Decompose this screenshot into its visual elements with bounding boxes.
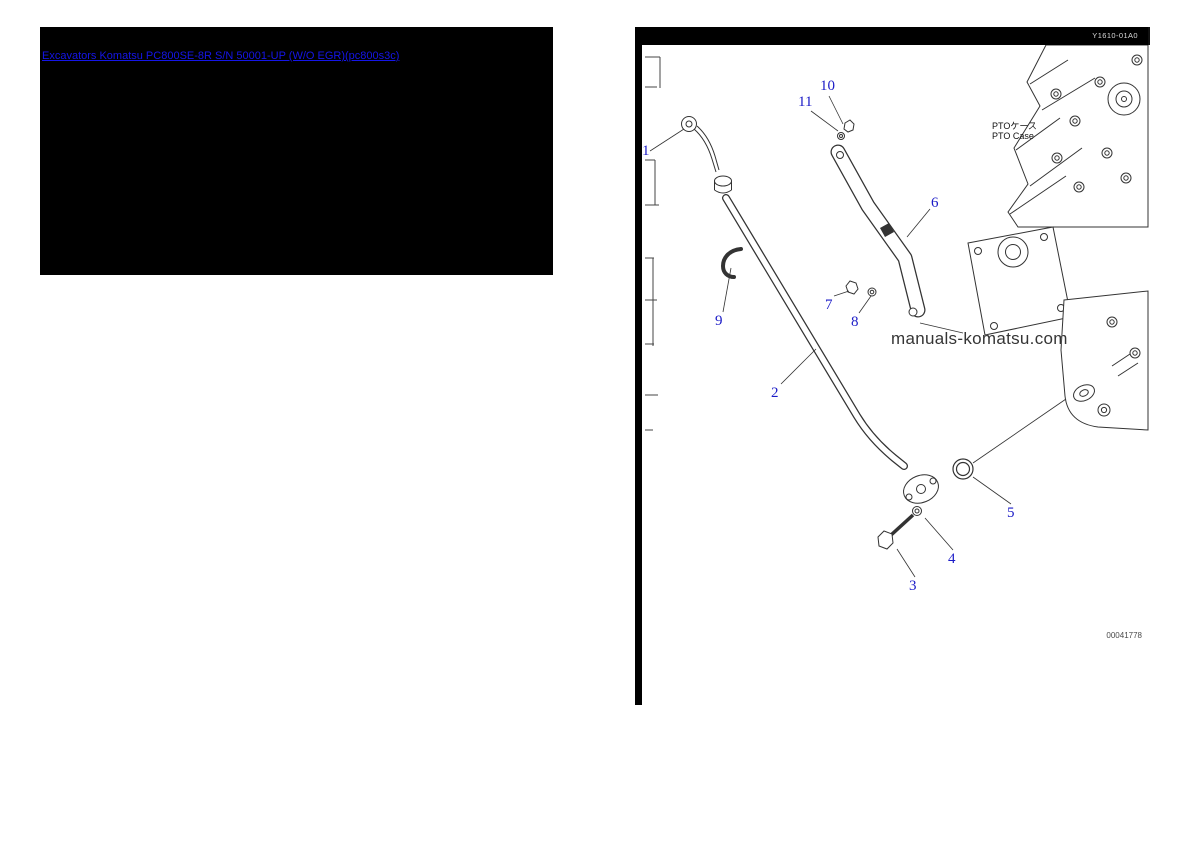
drawing-number: 00041778 xyxy=(1106,631,1142,640)
tube-flange xyxy=(903,474,939,504)
callout-9: 9 xyxy=(715,313,723,329)
callout-6: 6 xyxy=(931,195,939,211)
callout-1: 1 xyxy=(642,143,650,159)
pto-case-upper xyxy=(1007,45,1149,228)
leader-lines xyxy=(649,95,1067,578)
gauge-handle xyxy=(681,116,732,194)
left-margin-strip xyxy=(635,45,642,705)
gauge-tube xyxy=(722,194,908,470)
parts-diagram-panel: Y1610-01A0 xyxy=(635,27,1150,705)
watermark: manuals-komatsu.com xyxy=(891,329,1068,348)
parts-drawing xyxy=(645,45,1149,578)
engine-edge-lines xyxy=(645,56,661,431)
pto-case-label-jp: PTOケース xyxy=(992,121,1037,131)
callout-8: 8 xyxy=(851,314,859,330)
callout-4: 4 xyxy=(948,551,956,567)
pto-case-label-en: PTO Case xyxy=(992,131,1034,141)
diagram-header-bar: Y1610-01A0 xyxy=(635,27,1148,45)
bracket-bolt xyxy=(837,119,855,140)
pto-case-lower xyxy=(1060,290,1149,431)
callout-2: 2 xyxy=(771,385,779,401)
clip xyxy=(720,247,743,279)
callout-5: 5 xyxy=(1007,505,1015,521)
pto-case-label: PTOケース PTO Case xyxy=(992,121,1037,141)
diagram-canvas: PTOケース PTO Case manuals-komatsu.com 0004… xyxy=(635,45,1150,705)
o-ring xyxy=(952,458,974,480)
mount-bolt xyxy=(877,506,922,550)
figure-code: Y1610-01A0 xyxy=(1092,31,1138,40)
source-link[interactable]: Excavators Komatsu PC800SE-8R S/N 50001-… xyxy=(42,50,400,62)
bracket xyxy=(830,144,964,334)
callout-3: 3 xyxy=(909,578,917,594)
plate-bolt xyxy=(845,280,877,297)
callout-11: 11 xyxy=(798,94,813,110)
source-link-box: Excavators Komatsu PC800SE-8R S/N 50001-… xyxy=(40,27,553,275)
callout-7: 7 xyxy=(825,297,833,313)
callout-10: 10 xyxy=(820,78,835,94)
pto-case-plate xyxy=(967,226,1072,336)
